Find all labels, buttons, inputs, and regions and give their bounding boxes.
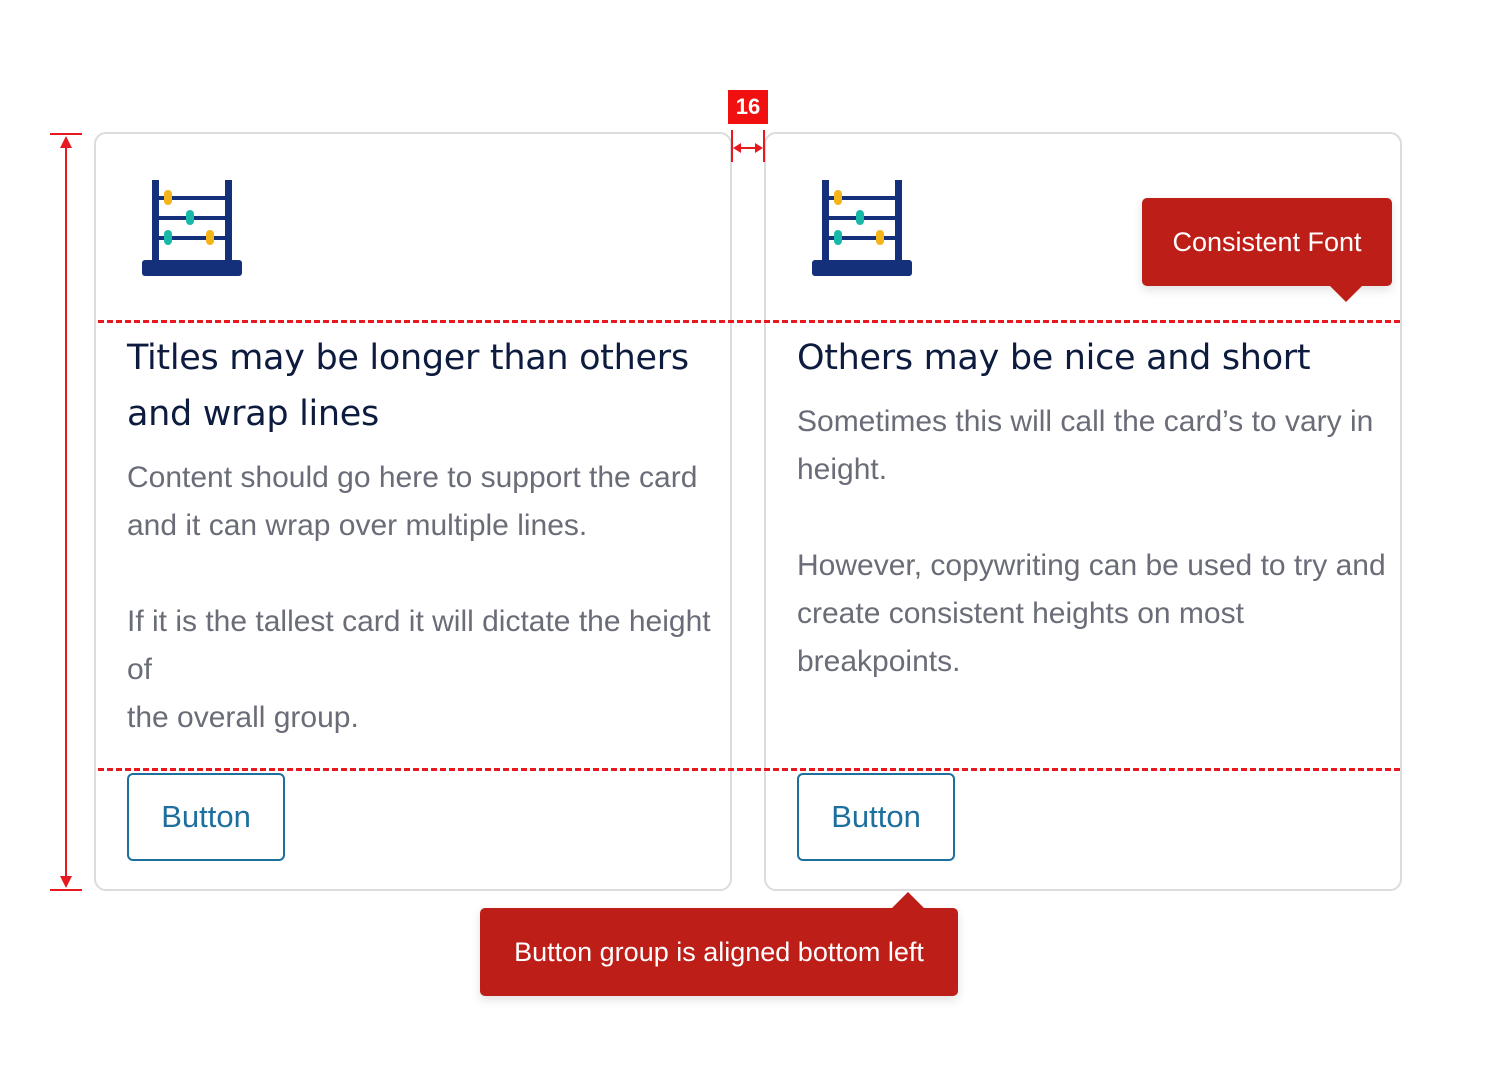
card-body: Content should go here to support the ca… [127, 454, 717, 742]
gap-badge: 16 [728, 90, 768, 124]
card-body-paragraph: If it is the tallest card it will dictat… [127, 605, 711, 734]
abacus-icon [812, 180, 912, 276]
card-left: Titles may be longer than others and wra… [94, 132, 732, 891]
card-body: Sometimes this will call the card’s to v… [797, 398, 1387, 686]
card-title: Others may be nice and short [797, 338, 1311, 378]
card-title: Titles may be longer than others and wra… [127, 338, 689, 434]
card-body-paragraph: Content should go here to support the ca… [127, 461, 698, 542]
height-marker [50, 133, 82, 891]
button-callout: Button group is aligned bottom left [480, 892, 958, 996]
card-button[interactable]: Button [127, 773, 285, 861]
font-callout: Consistent Font [1142, 198, 1392, 302]
abacus-icon [142, 180, 242, 276]
title-alignment-guide [98, 320, 1400, 323]
card-button[interactable]: Button [797, 773, 955, 861]
gap-marker [731, 130, 765, 162]
button-alignment-guide [98, 768, 1400, 771]
card-body-paragraph: Sometimes this will call the card’s to v… [797, 405, 1374, 486]
card-body-paragraph: However, copywriting can be used to try … [797, 549, 1386, 678]
